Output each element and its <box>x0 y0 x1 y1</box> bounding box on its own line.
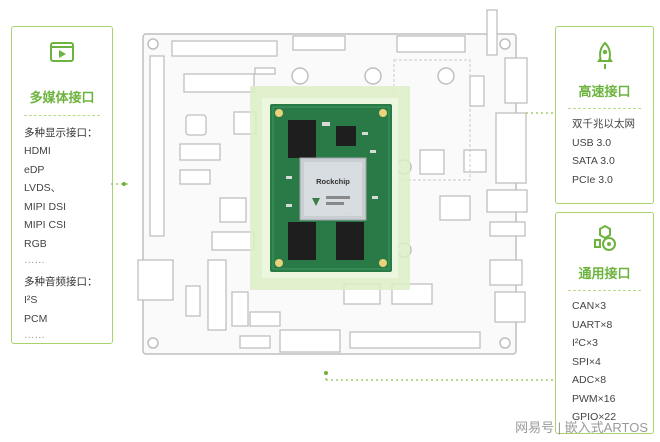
divider <box>568 108 641 109</box>
general-item: GPIO×22 <box>572 411 617 423</box>
high-speed-item: 双千兆以太网 <box>572 118 635 130</box>
core-module: Rockchip <box>270 104 392 272</box>
display-item: MIPI CSI <box>24 219 67 231</box>
audio-item: PCM <box>24 312 48 325</box>
audio-more: …… <box>24 329 45 341</box>
watermark: 网易号 | 嵌入式ARTOS <box>515 420 648 435</box>
general-interface-panel: 通用接口 CAN×3 UART×8 I²C×3 SPI×4 ADC×8 PWM×… <box>555 212 654 434</box>
general-item: PWM×16 <box>572 392 616 405</box>
general-item: SPI×4 <box>572 355 601 368</box>
video-play-icon <box>12 41 112 65</box>
gear-icon <box>556 225 653 253</box>
high-speed-item: USB 3.0 <box>572 136 612 149</box>
divider <box>568 290 641 291</box>
audio-interface-heading: 多种音频接口： <box>24 276 98 288</box>
high-speed-item: PCIe 3.0 <box>572 173 613 186</box>
high-speed-panel-title: 高速接口 <box>578 84 631 99</box>
general-panel-title: 通用接口 <box>578 266 631 281</box>
high-speed-item: SATA 3.0 <box>572 155 615 167</box>
general-item: I²C×3 <box>572 337 598 349</box>
display-item: MIPI DSI <box>24 200 67 213</box>
multimedia-panel-title: 多媒体接口 <box>29 90 95 105</box>
display-item: LVDS、 <box>24 182 62 194</box>
high-speed-interface-panel: 高速接口 双千兆以太网 USB 3.0 SATA 3.0 PCIe 3.0 <box>555 26 654 204</box>
general-item: UART×8 <box>572 318 613 331</box>
general-item: ADC×8 <box>572 374 607 386</box>
rocket-icon <box>556 41 653 71</box>
display-item: RGB <box>24 237 47 250</box>
audio-item: I²S <box>24 294 38 306</box>
multimedia-interface-panel: 多媒体接口 多种显示接口： HDMI eDP LVDS、 MIPI DSI MI… <box>11 26 113 344</box>
display-item: HDMI <box>24 145 51 157</box>
chip-logo: Rockchip <box>316 177 350 186</box>
display-interface-heading: 多种显示接口： <box>24 127 98 139</box>
general-item: CAN×3 <box>572 300 607 312</box>
display-more: …… <box>24 254 45 266</box>
display-item: eDP <box>24 163 45 176</box>
divider <box>24 115 100 116</box>
